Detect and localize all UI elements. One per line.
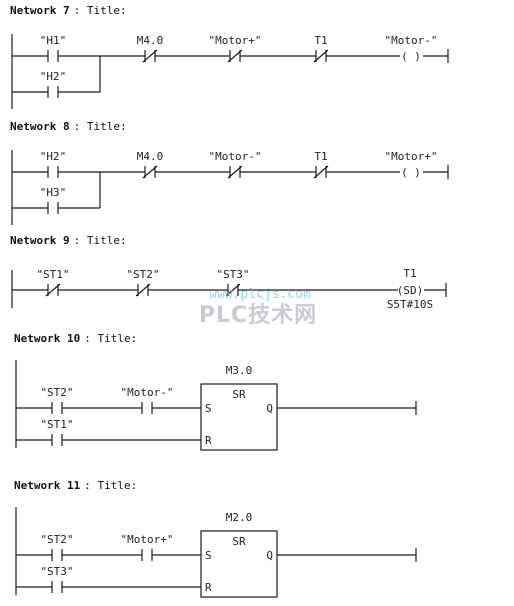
contact-2-nc-contact: M4.0 bbox=[137, 34, 164, 63]
network-title: : Title: bbox=[84, 479, 137, 492]
contact-4-nc-contact: T1 bbox=[313, 150, 329, 179]
contact-label: "ST2" bbox=[126, 268, 159, 281]
block-type: SR bbox=[232, 535, 246, 548]
network-title: : Title: bbox=[84, 332, 137, 345]
contact-slash bbox=[135, 283, 151, 297]
network-header: Network 8 : Title: bbox=[10, 120, 127, 133]
coil-symbol: ( ) bbox=[401, 50, 421, 63]
coil-label: "Motor+" bbox=[385, 150, 438, 163]
contact-label: "Motor+" bbox=[121, 533, 174, 546]
network-2: Network 9 : Title: "ST1" "ST2" "ST3" (SD) T1S5… bbox=[10, 234, 447, 311]
output-pin: Q bbox=[266, 402, 273, 415]
contact-label: "ST2" bbox=[40, 533, 73, 546]
contact-4-nc-contact: T1 bbox=[313, 34, 329, 63]
coil-label: "Motor-" bbox=[385, 34, 438, 47]
contact-2-nc-contact: "ST2" bbox=[126, 268, 160, 297]
contact-slash bbox=[313, 165, 329, 179]
reset-pin: R bbox=[205, 581, 212, 594]
network-title: : Title: bbox=[74, 120, 127, 133]
contact-label: "ST1" bbox=[36, 268, 69, 281]
timer-coil: (SD) bbox=[397, 284, 424, 297]
coil-symbol: ( ) bbox=[401, 166, 421, 179]
coil-label: T1 bbox=[403, 267, 416, 280]
sr-block-box bbox=[200, 530, 278, 598]
timer-preset: S5T#10S bbox=[387, 298, 433, 311]
block-address: M2.0 bbox=[226, 511, 253, 524]
contact-1-no-contact: "H1" bbox=[40, 34, 67, 62]
contact-label: M4.0 bbox=[137, 150, 164, 163]
network-label: Network 11 bbox=[14, 479, 81, 492]
network-label: Network 10 bbox=[14, 332, 80, 345]
network-3: Network 10 : Title: "ST2" "Motor-" "ST1" M3.0… bbox=[14, 332, 417, 451]
contact-slash bbox=[227, 49, 243, 63]
contact-2-nc-contact: M4.0 bbox=[137, 150, 164, 179]
contact-label: "ST1" bbox=[40, 418, 73, 431]
contact-1-no-contact: "H2" bbox=[40, 150, 67, 178]
network-title: : Title: bbox=[74, 4, 127, 17]
network-header: Network 11: Title: bbox=[14, 479, 137, 492]
contact-label: "ST3" bbox=[40, 565, 73, 578]
output-coil: ( ) bbox=[401, 50, 421, 63]
branch-contact-no-contact: "H3" bbox=[40, 186, 67, 214]
contact-label: "Motor-" bbox=[209, 150, 262, 163]
contact-slash bbox=[227, 165, 243, 179]
contact-slash bbox=[45, 283, 61, 297]
contact-slash bbox=[225, 283, 241, 297]
network-header: Network 10 : Title: bbox=[14, 332, 137, 345]
reset-contact-no-contact: "ST1" bbox=[40, 418, 74, 446]
reset-pin: R bbox=[205, 434, 212, 447]
set-contact-1-no-contact: "ST2" bbox=[40, 533, 74, 561]
set-pin: S bbox=[205, 402, 212, 415]
contact-label: M4.0 bbox=[137, 34, 164, 47]
network-header: Network 9 : Title: bbox=[10, 234, 127, 247]
contact-label: "H2" bbox=[40, 70, 67, 83]
contact-slash bbox=[142, 49, 158, 63]
network-1: Network 8 : Title: "H2" M4.0 "Motor-" T1 ( ) "M… bbox=[10, 120, 449, 225]
set-contact-2-no-contact: "Motor+" bbox=[121, 533, 174, 561]
set-contact-2-no-contact: "Motor-" bbox=[121, 386, 174, 414]
contact-label: "ST2" bbox=[40, 386, 73, 399]
network-header: Network 7 : Title: bbox=[10, 4, 127, 17]
network-0: Network 7 : Title: "H1" M4.0 "Motor+" T1 ( ) "M… bbox=[10, 4, 449, 109]
contact-label: "H1" bbox=[40, 34, 67, 47]
credit-background bbox=[392, 584, 510, 604]
network-title: : Title: bbox=[74, 234, 127, 247]
contact-label: T1 bbox=[314, 34, 327, 47]
contact-label: "ST3" bbox=[216, 268, 249, 281]
contact-3-nc-contact: "Motor+" bbox=[209, 34, 262, 63]
reset-contact-no-contact: "ST3" bbox=[40, 565, 74, 593]
block-type: SR bbox=[232, 388, 246, 401]
set-contact-1-no-contact: "ST2" bbox=[40, 386, 74, 414]
network-4: Network 11: Title: "ST2" "Motor+" "ST3" M2.0… bbox=[14, 479, 417, 598]
contact-label: T1 bbox=[314, 150, 327, 163]
contact-label: "H2" bbox=[40, 150, 67, 163]
set-pin: S bbox=[205, 549, 212, 562]
contact-slash bbox=[142, 165, 158, 179]
contact-1-nc-contact: "ST1" bbox=[36, 268, 70, 297]
output-pin: Q bbox=[266, 549, 273, 562]
contact-slash bbox=[313, 49, 329, 63]
network-label: Network 9 bbox=[10, 234, 70, 247]
block-address: M3.0 bbox=[226, 364, 253, 377]
contact-label: "H3" bbox=[40, 186, 67, 199]
sr-block-box bbox=[200, 383, 278, 451]
contact-label: "Motor+" bbox=[209, 34, 262, 47]
network-label: Network 8 bbox=[10, 120, 70, 133]
coil-symbol: (SD) bbox=[397, 284, 424, 297]
network-label: Network 7 bbox=[10, 4, 70, 17]
branch-contact-no-contact: "H2" bbox=[40, 70, 67, 98]
output-coil: ( ) bbox=[401, 166, 421, 179]
contact-3-nc-contact: "Motor-" bbox=[209, 150, 262, 179]
watermark-url: www.plcjs.com bbox=[209, 287, 311, 302]
contact-label: "Motor-" bbox=[121, 386, 174, 399]
watermark-text: PLC技术网 bbox=[199, 303, 317, 328]
